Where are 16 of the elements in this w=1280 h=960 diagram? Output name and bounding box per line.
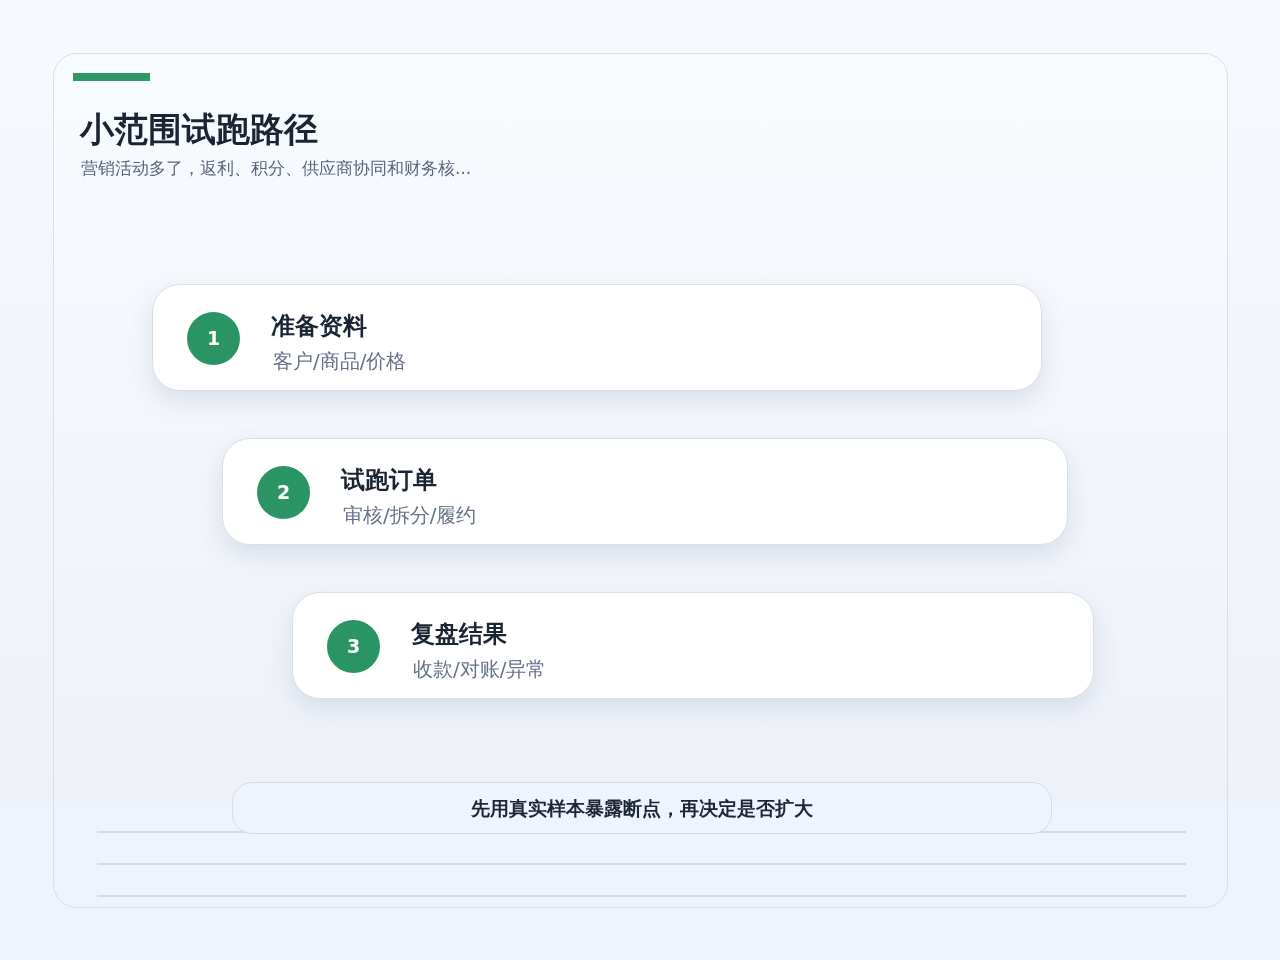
step-number: 2 [257,466,310,519]
step-title: 复盘结果 [411,619,507,650]
step-title: 准备资料 [271,311,367,342]
step-detail: 客户/商品/价格 [273,348,407,375]
step-card [152,284,1042,391]
step-card [222,438,1068,545]
step-detail: 审核/拆分/履约 [343,502,477,529]
note-text: 先用真实样本暴露断点，再决定是否扩大 [471,796,813,821]
step-number: 1 [187,312,240,365]
note-box [232,782,1052,834]
step-detail: 收款/对账/异常 [413,656,547,683]
step-number: 3 [327,620,380,673]
step-title: 试跑订单 [341,465,437,496]
subtitle: 营销活动多了，返利、积分、供应商协同和财务核... [81,157,472,180]
title: 小范围试跑路径 [80,108,318,151]
step-card [292,592,1094,699]
